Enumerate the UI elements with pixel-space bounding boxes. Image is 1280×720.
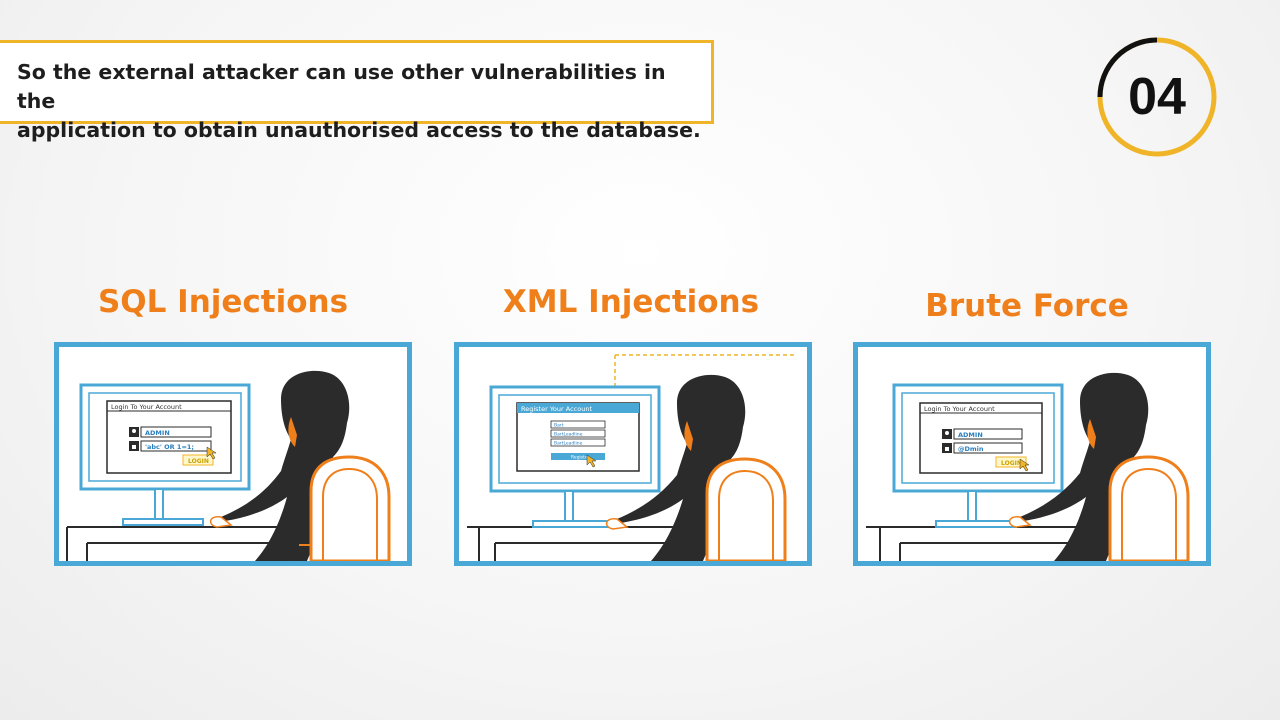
xml-illustration: Register Your Account Bart BartLeadline …	[467, 354, 795, 561]
form-title: Login To Your Account	[111, 403, 182, 411]
login-button-label: LOGIN	[1001, 460, 1022, 467]
username-field	[140, 426, 212, 438]
field-3	[550, 438, 606, 447]
panel-title-sql: SQL Injections	[97, 284, 349, 320]
password-field	[140, 440, 212, 452]
cursor-icon	[206, 446, 217, 460]
caption-text: So the external attacker can use other v…	[17, 60, 701, 142]
field-2	[550, 429, 606, 438]
password-value: 'abc' OR 1=1;	[145, 443, 194, 451]
password-value: @Dmin	[958, 445, 984, 453]
step-badge	[1097, 37, 1217, 157]
caption-box: So the external attacker can use other v…	[0, 40, 714, 142]
sql-illustration: Login To Your Account ADMIN 'abc' OR 1=1…	[66, 370, 391, 561]
login-button	[995, 456, 1027, 468]
cursor-icon	[1019, 458, 1030, 472]
login-button	[182, 454, 214, 466]
username-value: ADMIN	[958, 431, 983, 439]
username-value: ADMIN	[145, 429, 170, 437]
cursor-icon	[586, 454, 597, 468]
panel-sql-injections: Login To Your Account ADMIN 'abc' OR 1=1…	[54, 342, 412, 566]
step-number: 04	[1128, 68, 1186, 126]
chair	[1108, 455, 1190, 561]
field-2-value: BartLeadline	[554, 432, 583, 438]
brute-illustration: Login To Your Account ADMIN @Dmin LOGIN	[866, 372, 1190, 561]
password-field	[953, 442, 1023, 454]
form-title: Login To Your Account	[924, 405, 995, 413]
username-field	[953, 428, 1023, 440]
register-button	[551, 453, 605, 460]
panel-title-xml: XML Injections	[502, 284, 760, 320]
field-3-value: BartLeadline	[554, 441, 583, 447]
form-title: Register Your Account	[521, 405, 592, 413]
field-1	[550, 420, 606, 429]
login-button-label: LOGIN	[188, 458, 209, 465]
panel-xml-injections: Register Your Account Bart BartLeadline …	[454, 342, 812, 566]
register-button-label: Register	[571, 455, 590, 461]
panel-brute-force: Login To Your Account ADMIN @Dmin LOGIN	[853, 342, 1211, 566]
chair	[309, 455, 391, 561]
field-1-value: Bart	[554, 423, 564, 429]
panel-title-brute: Brute Force	[925, 288, 1129, 324]
chair	[705, 457, 787, 561]
